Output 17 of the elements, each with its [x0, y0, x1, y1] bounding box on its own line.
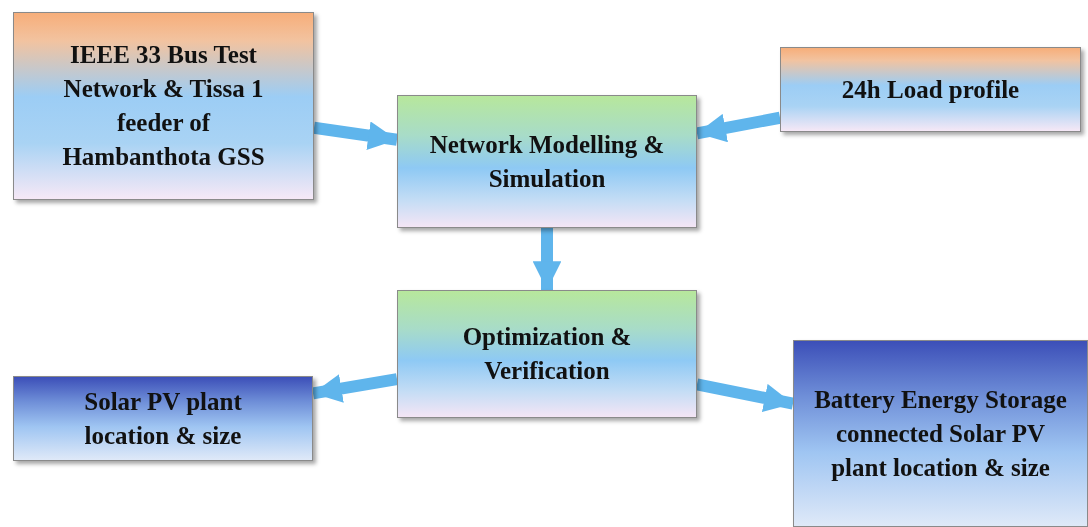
arrow	[695, 111, 782, 143]
box-label: Optimization & Verification	[461, 322, 633, 386]
arrow	[695, 378, 795, 413]
process-box	[397, 95, 697, 228]
process-box	[397, 290, 697, 418]
box-label: Battery Energy Storage connected Solar PV plant location & size	[813, 384, 1068, 483]
box-label: IEEE 33 Bus Test Network & Tissa 1 feeder of Hambanthota GSS	[61, 40, 266, 172]
process-box	[780, 47, 1081, 132]
arrow	[312, 373, 398, 403]
box-label: Network Modelling & Simulation	[428, 129, 666, 194]
process-box	[13, 12, 314, 200]
box-label: Solar PV plant location & size	[83, 386, 243, 451]
process-box	[793, 340, 1088, 527]
arrow	[313, 121, 398, 150]
box-label: 24h Load profile	[840, 74, 1021, 105]
process-box	[13, 376, 313, 461]
arrow	[532, 228, 562, 290]
